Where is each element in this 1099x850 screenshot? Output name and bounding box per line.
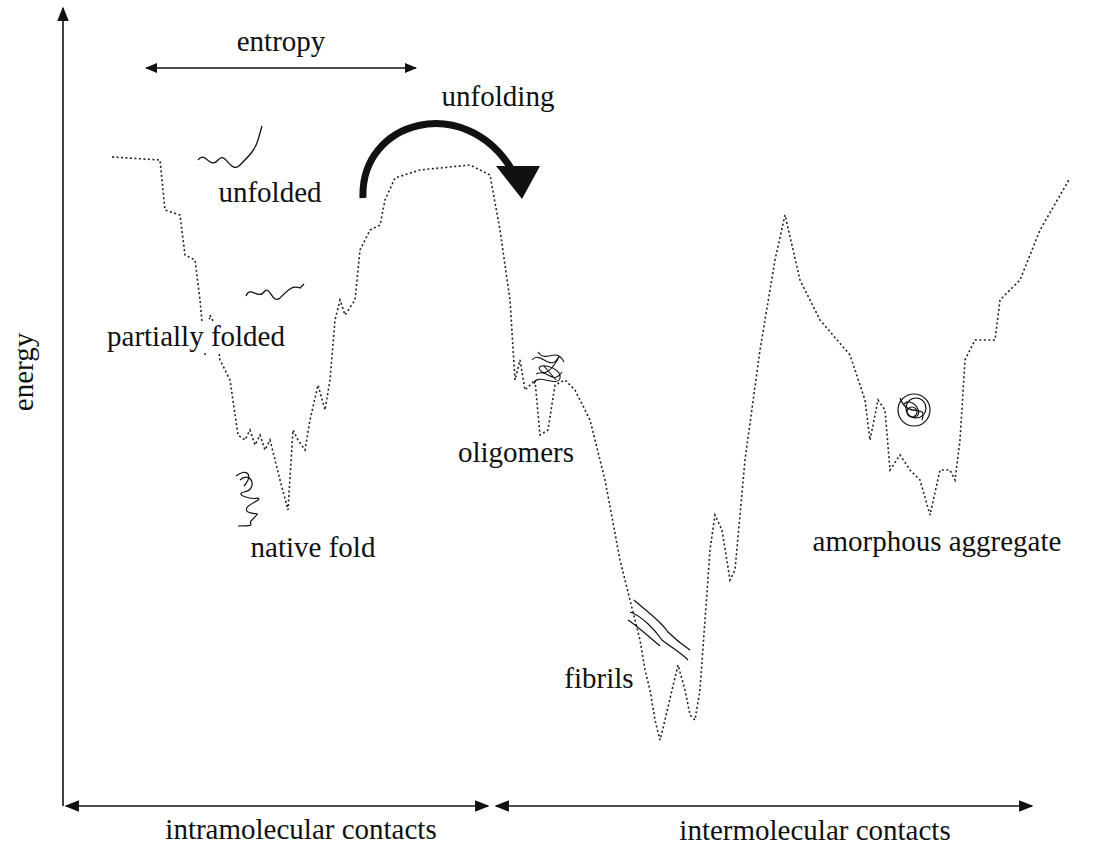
diagram-label: intermolecular contacts (677, 815, 952, 847)
entropy-arrow (146, 67, 416, 68)
unfolded-chain (198, 126, 262, 167)
diagram-label: amorphous aggregate (811, 526, 1064, 558)
intramolecular-axis (66, 805, 488, 807)
oligomer-tangle (532, 352, 564, 384)
diagram-label: intramolecular contacts (163, 814, 438, 846)
landscape-curve (112, 157, 1070, 740)
diagram-label: native fold (249, 532, 378, 564)
energy-axis (62, 8, 64, 806)
unfolding-arrow (363, 124, 512, 198)
intermolecular-axis (496, 805, 1032, 807)
unfolding-arrowhead (496, 166, 540, 199)
diagram-label: energy (8, 331, 40, 413)
diagram-label: unfolded (216, 177, 323, 209)
partial-chain (246, 284, 304, 299)
aggregate-swirl (898, 394, 930, 426)
diagram-label: unfolding (440, 81, 557, 113)
diagram-label: fibrils (562, 663, 635, 695)
diagram-label: partially folded (105, 321, 287, 353)
diagram-label: entropy (235, 26, 328, 58)
native-chain (236, 472, 259, 526)
diagram-label: oligomers (456, 437, 576, 469)
fibril-strands (628, 600, 690, 660)
